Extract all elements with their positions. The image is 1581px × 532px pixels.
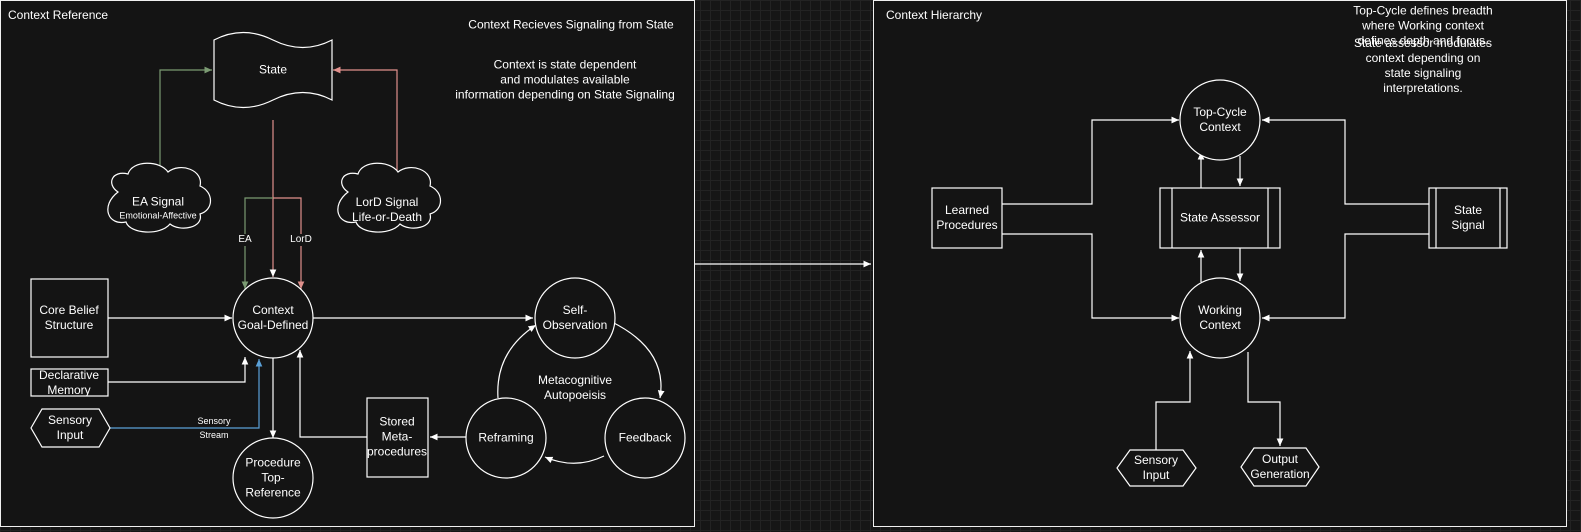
- sensory-input-hex-left: [30, 408, 111, 448]
- stored-meta-box: [366, 397, 429, 478]
- ea-signal-sublabel: Emotional-Affective: [119, 210, 197, 221]
- ea-signal-label: EA Signal: [131, 194, 185, 209]
- learned-procedures-box: [931, 187, 1003, 249]
- reframing-circle: [465, 397, 547, 479]
- declarative-memory-box: [30, 368, 109, 397]
- right-note-assessor: State assessor modulates context dependi…: [1353, 36, 1493, 95]
- state-shape: [213, 31, 333, 109]
- procedure-circle: [232, 437, 314, 519]
- ea-signal-cloud: [107, 162, 212, 233]
- lord-signal-label: LorD Signal Life-or-Death: [351, 195, 423, 224]
- left-note-signaling: Context Recieves Signaling from State: [468, 17, 674, 32]
- edge-working-to-output: [1247, 352, 1284, 446]
- edge-reframing-to-selfobs: [497, 324, 537, 399]
- edge-feedback-to-reframing: [544, 455, 605, 464]
- top-cycle-circle: [1179, 79, 1261, 161]
- sensory-input-hex-right: [1116, 449, 1197, 487]
- output-generation-hex: [1240, 447, 1320, 487]
- state-label: State: [258, 62, 288, 77]
- context-circle: [232, 277, 314, 359]
- working-context-label: Working Context: [1198, 303, 1242, 332]
- state-signal-label: State Signal: [1451, 203, 1485, 232]
- edge-sensory-to-working: [1155, 351, 1194, 450]
- context-reference-panel: [0, 0, 695, 527]
- core-belief-box: [30, 278, 109, 358]
- self-observation-circle: [534, 277, 616, 359]
- output-generation-label: Output Generation: [1250, 452, 1310, 481]
- edge-sensory-to-context: [110, 359, 263, 429]
- edge-lord-branch: [273, 197, 305, 289]
- lord-signal-cloud: [337, 162, 442, 233]
- declarative-memory-label: Declarative Memory: [38, 368, 100, 397]
- context-label: Context Goal-Defined: [237, 303, 309, 332]
- reframing-label: Reframing: [478, 430, 534, 445]
- edge-learned-to-top: [1002, 116, 1179, 205]
- left-panel-title: Context Reference: [8, 8, 109, 22]
- right-note-breadth: Top-Cycle defines breadth where Working …: [1353, 3, 1493, 48]
- sensory-stream-label: Sensory Stream: [197, 416, 231, 440]
- edge-stored-to-context: [296, 350, 367, 438]
- left-note-state-dependent: Context is state dependent and modulates…: [455, 57, 675, 102]
- stored-meta-label: Stored Meta- procedures: [366, 414, 428, 459]
- sensory-input-left-label: Sensory Input: [47, 413, 93, 442]
- feedback-label: Feedback: [618, 430, 672, 445]
- edge-signal-to-top: [1262, 116, 1429, 205]
- lord-edge-label: LorD: [290, 234, 312, 246]
- state-assessor-box: [1159, 187, 1281, 249]
- learned-procedures-label: Learned Procedures: [936, 203, 998, 232]
- top-cycle-label: Top-Cycle Context: [1193, 105, 1247, 134]
- metacognitive-label: Metacognitive Autopoeisis: [537, 373, 613, 402]
- edge-signal-to-working: [1262, 233, 1429, 322]
- edge-selfobs-to-feedback: [611, 321, 665, 399]
- sensory-input-right-label: Sensory Input: [1133, 453, 1179, 482]
- working-context-circle: [1179, 277, 1261, 359]
- state-signal-box: [1428, 187, 1508, 249]
- edge-ea-branch: [241, 197, 273, 289]
- right-panel-title: Context Hierarchy: [886, 8, 983, 22]
- edge-declarative-to-context: [108, 357, 249, 383]
- ea-edge-label: EA: [238, 234, 252, 246]
- edge-ea-to-state: [159, 66, 212, 175]
- feedback-circle: [604, 397, 686, 479]
- core-belief-label: Core Belief Structure: [39, 303, 99, 332]
- procedure-label: Procedure Top- Reference: [245, 455, 301, 500]
- edge-lord-to-state: [333, 66, 398, 175]
- state-assessor-label: State Assessor: [1179, 210, 1261, 225]
- edge-learned-to-working: [1002, 233, 1179, 322]
- self-observation-label: Self- Observation: [542, 303, 608, 332]
